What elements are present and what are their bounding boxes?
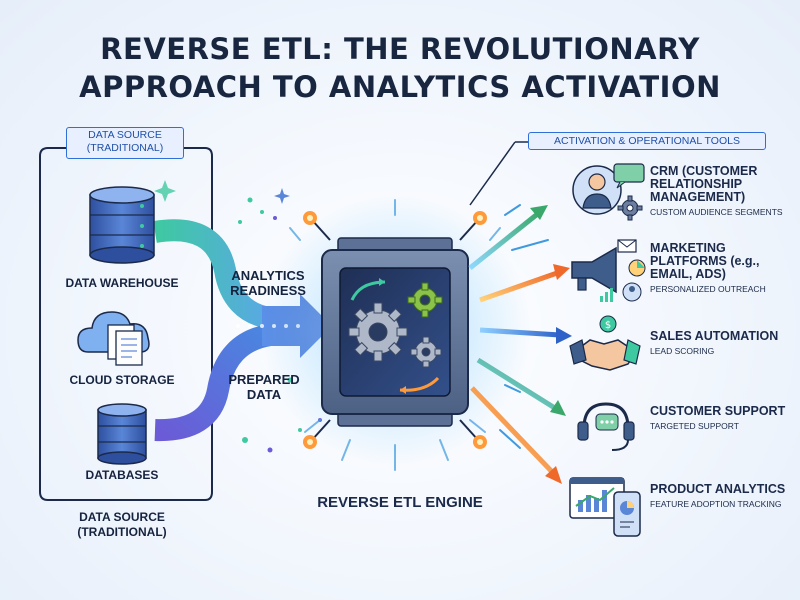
analytics-readiness-label: ANALYTICS READINESS	[230, 268, 306, 298]
data-warehouse-label: DATA WAREHOUSE	[65, 276, 179, 290]
databases-label: DATABASES	[85, 468, 159, 482]
tool-product-analytics: PRODUCT ANALYTICS FEATURE ADOPTION TRACK…	[650, 482, 795, 510]
tool-marketing: MARKETING PLATFORMS (e.g., EMAIL, ADS) P…	[650, 241, 795, 295]
tool-support: CUSTOMER SUPPORT TARGETED SUPPORT	[650, 404, 795, 432]
data-source-tag: DATA SOURCE (TRADITIONAL)	[66, 127, 184, 159]
prepared-data-label: PREPARED DATA	[228, 372, 300, 402]
page-title: REVERSE ETL: THE REVOLUTIONARY APPROACH …	[0, 30, 800, 106]
tool-sales: SALES AUTOMATION LEAD SCORING	[650, 329, 795, 357]
tool-crm: CRM (CUSTOMER RELATIONSHIP MANAGEMENT) C…	[650, 164, 795, 218]
tool-title: MARKETING PLATFORMS (e.g., EMAIL, ADS)	[650, 241, 760, 281]
analytics-dashboard-icon	[569, 477, 641, 537]
data-source-tag-text: DATA SOURCE (TRADITIONAL)	[86, 129, 164, 154]
tool-title: CRM (CUSTOMER RELATIONSHIP MANAGEMENT)	[650, 164, 758, 204]
tool-subtitle: FEATURE ADOPTION TRACKING	[650, 499, 782, 509]
tools-tag: ACTIVATION & OPERATIONAL TOOLS	[528, 132, 766, 150]
cloud-storage-label: CLOUD STORAGE	[69, 373, 175, 387]
headset-icon	[577, 402, 635, 451]
title-line-2: APPROACH TO ANALYTICS ACTIVATION	[79, 70, 721, 104]
svg-text:$: $	[605, 320, 611, 331]
tool-title: CUSTOMER SUPPORT	[650, 404, 786, 418]
megaphone-icon	[571, 239, 646, 302]
data-source-footer: DATA SOURCE (TRADITIONAL)	[77, 510, 167, 539]
tool-title: PRODUCT ANALYTICS	[650, 482, 786, 496]
tool-subtitle: LEAD SCORING	[650, 346, 715, 356]
tool-subtitle: PERSONALIZED OUTREACH	[650, 284, 766, 294]
crm-icon	[572, 163, 645, 221]
tool-title: SALES AUTOMATION	[650, 329, 779, 343]
database-icon	[97, 403, 147, 465]
tools-tag-text: ACTIVATION & OPERATIONAL TOOLS	[554, 135, 740, 147]
handshake-icon: $	[569, 315, 641, 371]
engine-label: REVERSE ETL ENGINE	[317, 494, 483, 511]
title-line-1: REVERSE ETL: THE REVOLUTIONARY	[100, 32, 700, 66]
engine-chip	[303, 211, 487, 449]
tool-subtitle: TARGETED SUPPORT	[650, 421, 739, 431]
cloud-storage-icon	[77, 311, 150, 366]
tool-subtitle: CUSTOM AUDIENCE SEGMENTS	[650, 207, 783, 217]
database-icon	[89, 186, 155, 264]
